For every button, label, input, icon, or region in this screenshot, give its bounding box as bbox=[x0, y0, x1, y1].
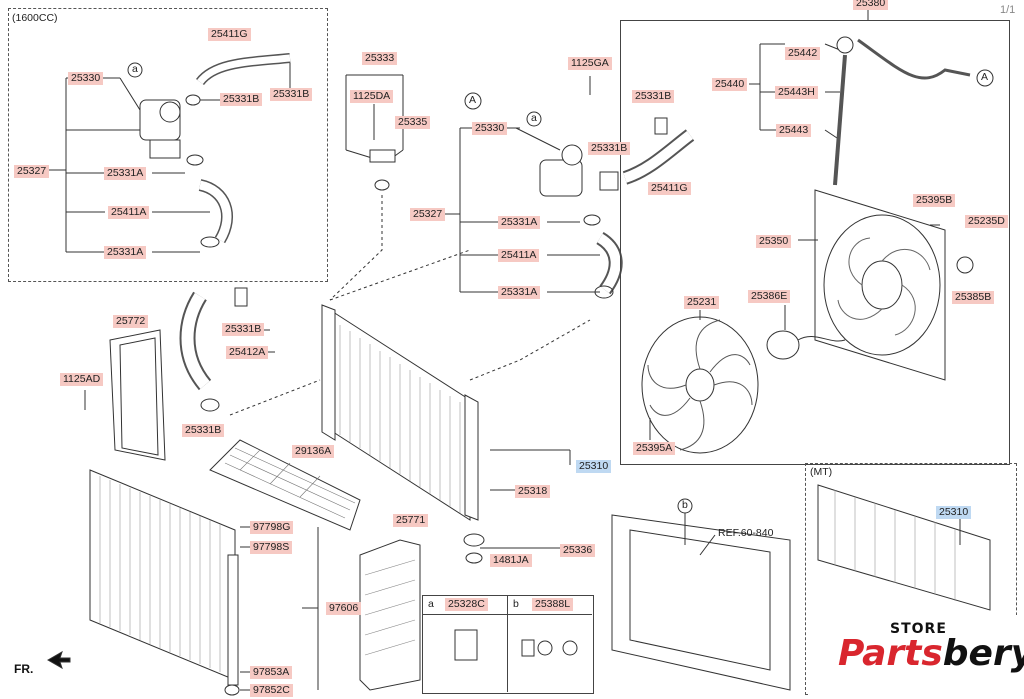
part-label: 97606 bbox=[326, 602, 362, 615]
part-label: 25336 bbox=[560, 544, 596, 557]
part-label: 25411A bbox=[108, 206, 150, 219]
brand-logo-top: STORE bbox=[890, 621, 947, 637]
part-label: 25386E bbox=[748, 290, 791, 303]
part-label: 25331A bbox=[104, 246, 147, 259]
part-label: 1125AD bbox=[60, 373, 104, 386]
brand-logo-red: Parts bbox=[838, 633, 943, 674]
ref-label: REF.60-840 bbox=[718, 527, 774, 539]
part-label: 25411A bbox=[498, 249, 540, 262]
page-number: 1/1 bbox=[1000, 4, 1016, 16]
part-label: 25330 bbox=[68, 72, 104, 85]
part-label: 25331B bbox=[220, 93, 263, 106]
part-label: 25385B bbox=[952, 291, 995, 304]
part-label: 25318 bbox=[515, 485, 551, 498]
part-label: 1125DA bbox=[350, 90, 394, 103]
part-label: 25411G bbox=[648, 182, 691, 195]
legend-a-callout: a bbox=[428, 598, 434, 610]
brand-logo-black: bery bbox=[942, 633, 1024, 674]
legend-header-line bbox=[422, 614, 592, 615]
fan-shroud-frame bbox=[620, 20, 1010, 465]
legend-divider bbox=[507, 595, 508, 692]
part-label: 25231 bbox=[684, 296, 720, 309]
legend-box bbox=[422, 595, 594, 694]
part-label: 97852C bbox=[250, 684, 293, 697]
legend-b-callout: b bbox=[513, 598, 519, 610]
part-label: 1125GA bbox=[568, 57, 612, 70]
callout-A-right: A bbox=[981, 71, 989, 83]
part-label: 25333 bbox=[362, 52, 398, 65]
part-label: 25442 bbox=[785, 47, 821, 60]
part-label: 25327 bbox=[14, 165, 50, 178]
part-label: 25327 bbox=[410, 208, 446, 221]
legend-b-code: 25388L bbox=[532, 598, 574, 611]
part-label: 25331B bbox=[222, 323, 265, 336]
callout-b-carrier: b bbox=[682, 499, 688, 511]
part-label: 25331A bbox=[104, 167, 147, 180]
part-label: 25412A bbox=[226, 346, 269, 359]
part-label: 25331B bbox=[182, 424, 225, 437]
part-label: 25331A bbox=[498, 216, 541, 229]
part-label: 25395B bbox=[913, 194, 956, 207]
part-label: 25335 bbox=[395, 116, 431, 129]
part-label: 29136A bbox=[292, 445, 335, 458]
brand-logo: STORE Partsbery bbox=[810, 615, 1024, 699]
part-label: 25330 bbox=[472, 122, 508, 135]
legend-a-code: 25328C bbox=[445, 598, 488, 611]
callout-A-center: A bbox=[469, 94, 477, 106]
part-label: 25380 bbox=[853, 0, 889, 10]
part-label: 25331B bbox=[632, 90, 675, 103]
part-label: 97853A bbox=[250, 666, 293, 679]
part-label-highlight: 25310 bbox=[936, 506, 972, 519]
part-label: 25771 bbox=[393, 514, 429, 527]
engine-1600cc-caption: (1600CC) bbox=[12, 12, 58, 24]
part-label: 25443H bbox=[775, 86, 818, 99]
mt-caption: (MT) bbox=[810, 466, 833, 478]
part-label-highlight: 25310 bbox=[576, 460, 612, 473]
callout-a-tl: a bbox=[132, 63, 138, 75]
part-label: 25331B bbox=[270, 88, 313, 101]
part-label: 25440 bbox=[712, 78, 748, 91]
part-label: 25235D bbox=[965, 215, 1008, 228]
part-label: 25772 bbox=[113, 315, 149, 328]
part-label: 97798G bbox=[250, 521, 294, 534]
part-label: 25331A bbox=[498, 286, 541, 299]
part-label: 25395A bbox=[633, 442, 676, 455]
engine-1600cc-frame bbox=[8, 8, 328, 282]
part-label: 1481JA bbox=[490, 554, 532, 567]
part-label: 97798S bbox=[250, 541, 293, 554]
part-label: 25331B bbox=[588, 142, 631, 155]
part-label: 25411G bbox=[208, 28, 251, 41]
part-label: 25350 bbox=[756, 235, 792, 248]
front-direction-label: FR. bbox=[14, 662, 34, 676]
brand-logo-main: Partsbery bbox=[838, 633, 1024, 674]
callout-a-center: a bbox=[531, 112, 537, 124]
part-label: 25443 bbox=[776, 124, 812, 137]
